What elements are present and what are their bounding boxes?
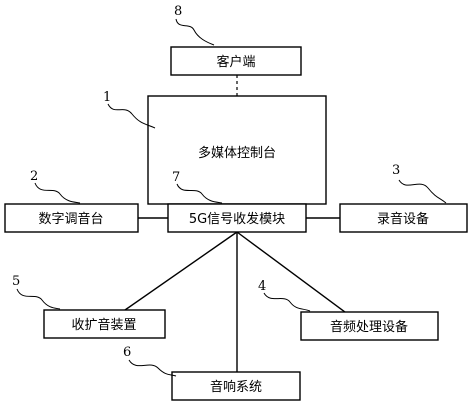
ref-3-label: 3 [392,163,400,178]
ref-7-leader [176,183,223,204]
ref-1-label: 1 [103,90,111,105]
mixer-node: 数字调音台 [4,203,139,233]
ref-4-leader [263,292,311,312]
transceiver-node: 5G信号收发模块 [167,203,307,233]
ref-5: 5 [12,274,61,310]
amplifier-label: 收扩音装置 [71,317,136,333]
transceiver-label: 5G信号收发模块 [189,211,285,227]
processor-label: 音频处理设备 [330,319,408,335]
ref-2-label: 2 [30,169,38,184]
recorder-label: 录音设备 [377,211,429,227]
sound-system-label: 音响系统 [210,379,262,395]
ref-3-leader [398,179,447,204]
ref-2: 2 [30,169,81,204]
ref-1: 1 [103,90,156,129]
amplifier-node: 收扩音装置 [43,309,166,339]
ref-7: 7 [172,170,223,204]
processor-node: 音频处理设备 [300,311,439,341]
mixer-label: 数字调音台 [38,211,103,227]
link-transceiver-processor [236,231,346,313]
console-node: 多媒体控制台 [147,95,327,205]
ref-7-label: 7 [172,170,180,185]
ref-3: 3 [392,163,447,204]
ref-6: 6 [123,345,177,377]
ref-5-leader [16,288,61,310]
ref-4-label: 4 [258,279,266,294]
ref-8-leader [175,18,215,46]
ref-1-leader [107,103,156,129]
ref-6-leader [128,359,177,377]
link-transceiver-amplifier [124,231,238,311]
ref-5-label: 5 [12,274,20,289]
sound-system-node: 音响系统 [171,371,301,401]
ref-8: 8 [174,4,215,46]
console-label: 多媒体控制台 [198,145,276,161]
client-node: 客户端 [170,46,302,76]
ref-8-label: 8 [174,4,182,19]
ref-6-label: 6 [123,345,131,360]
ref-2-leader [34,182,81,204]
client-label: 客户端 [216,54,255,70]
recorder-node: 录音设备 [339,203,468,233]
ref-4: 4 [258,279,311,312]
